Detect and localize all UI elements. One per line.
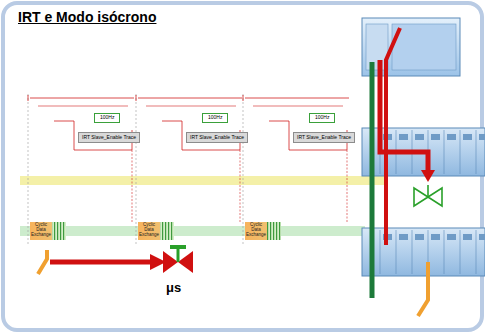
red-wire <box>380 60 428 172</box>
sensor-symbol <box>418 262 428 316</box>
green-band <box>20 226 365 236</box>
green-wire <box>370 62 375 298</box>
signal-line <box>50 260 152 265</box>
data-exchange-label: Cyclic Data Exchange <box>138 223 160 238</box>
sensor-symbol <box>38 250 47 274</box>
trace-box: IRT Slave_Enable Trace <box>186 132 248 143</box>
data-exchange-label: Cyclic Data Exchange <box>30 223 52 238</box>
io-rack <box>362 228 485 276</box>
time-unit-label: μs <box>166 281 181 295</box>
data-exchange-label: Cyclic Data Exchange <box>245 223 267 238</box>
timing-cycles <box>28 94 349 246</box>
trace-box: IRT Slave_Enable Trace <box>293 132 355 143</box>
frequency-label: 100Hz <box>309 113 335 123</box>
frequency-label: 100Hz <box>94 113 120 123</box>
arrow-head <box>421 170 435 182</box>
valve-symbol <box>414 185 442 206</box>
valve-symbol <box>163 247 193 273</box>
trace-box: IRT Slave_Enable Trace <box>78 132 140 143</box>
title: IRT e Modo isócrono <box>18 10 156 25</box>
plc-cpu <box>362 18 460 76</box>
yellow-band <box>20 176 385 185</box>
frequency-label: 100Hz <box>202 113 228 123</box>
red-wire <box>386 28 400 245</box>
